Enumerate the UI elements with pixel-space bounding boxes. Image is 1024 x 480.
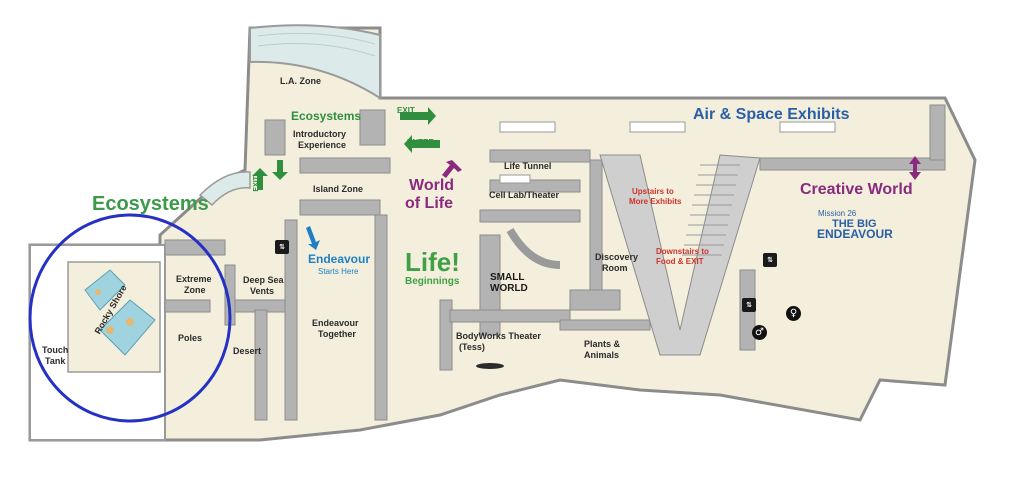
label-vents: Vents (250, 286, 275, 296)
elevator-icon: ⇅ (742, 298, 756, 312)
label-of-life: of Life (405, 195, 453, 212)
label-upstairs-2: More Exhibits (629, 197, 682, 206)
label-downstairs-2: Food & EXIT (656, 257, 704, 266)
label-discovery-2: Room (602, 263, 628, 273)
label-desert: Desert (233, 346, 262, 356)
rocky-shore-pool-2 (99, 299, 156, 356)
label-plants-1: Plants & (584, 339, 621, 349)
label-touch: Touch (42, 345, 69, 355)
label-discovery-1: Discovery (595, 252, 639, 262)
label-world: World (409, 177, 455, 194)
logo-life: Life! (405, 247, 460, 277)
logo-small: SMALL (490, 272, 525, 283)
label-downstairs-1: Downstairs to (656, 247, 709, 256)
elevator-icon: ⇅ (763, 253, 777, 267)
highlight-circle (28, 213, 232, 423)
label-life-tunnel: Life Tunnel (504, 161, 552, 171)
sign-exit-top: EXIT (397, 106, 415, 115)
label-endeavour-together-1: Endeavour (312, 318, 359, 328)
label-endeavour: Endeavour (308, 252, 371, 266)
label-creative-world: Creative World (800, 181, 913, 198)
label-bodyworks-2: (Tess) (459, 342, 485, 352)
label-cell-lab: Cell Lab/Theater (489, 190, 560, 200)
label-la-zone: L.A. Zone (280, 76, 321, 86)
label-ecosystems-big: Ecosystems (92, 193, 209, 215)
label-poles: Poles (178, 333, 203, 343)
rotunda-glass (198, 171, 251, 207)
label-bodyworks-1: BodyWorks Theater (456, 331, 541, 341)
logo-world: WORLD (490, 283, 528, 294)
label-endeavour-caps: ENDEAVOUR (817, 227, 893, 241)
label-introductory: Introductory (293, 129, 346, 139)
label-upstairs-1: Upstairs to (632, 187, 674, 196)
label-extreme: Extreme (176, 274, 212, 284)
logo-beginnings: Beginnings (405, 276, 460, 287)
label-tank: Tank (45, 356, 66, 366)
sign-exit-side: EXIT (252, 176, 260, 192)
sign-enter: ENTER (407, 138, 435, 147)
label-starts-here: Starts Here (318, 267, 359, 276)
elevator-icon: ⇅ (275, 240, 289, 254)
label-air-space: Air & Space Exhibits (693, 106, 850, 123)
label-experience: Experience (298, 140, 347, 150)
rocky-shore-pool-1 (84, 269, 126, 311)
restroom-women-icon: ♀ (786, 306, 801, 321)
directional-arrows (252, 107, 921, 250)
label-endeavour-together-2: Together (318, 329, 356, 339)
label-island-zone: Island Zone (313, 184, 364, 194)
label-the-big: THE BIG (832, 218, 877, 230)
label-zone: Zone (184, 285, 206, 295)
label-mission: Mission 26 (818, 209, 857, 218)
label-ecosystems-small: Ecosystems (291, 109, 362, 123)
label-deep-sea: Deep Sea (243, 275, 284, 285)
label-plants-2: Animals (584, 350, 620, 360)
restroom-men-icon: ♂ (752, 325, 767, 340)
